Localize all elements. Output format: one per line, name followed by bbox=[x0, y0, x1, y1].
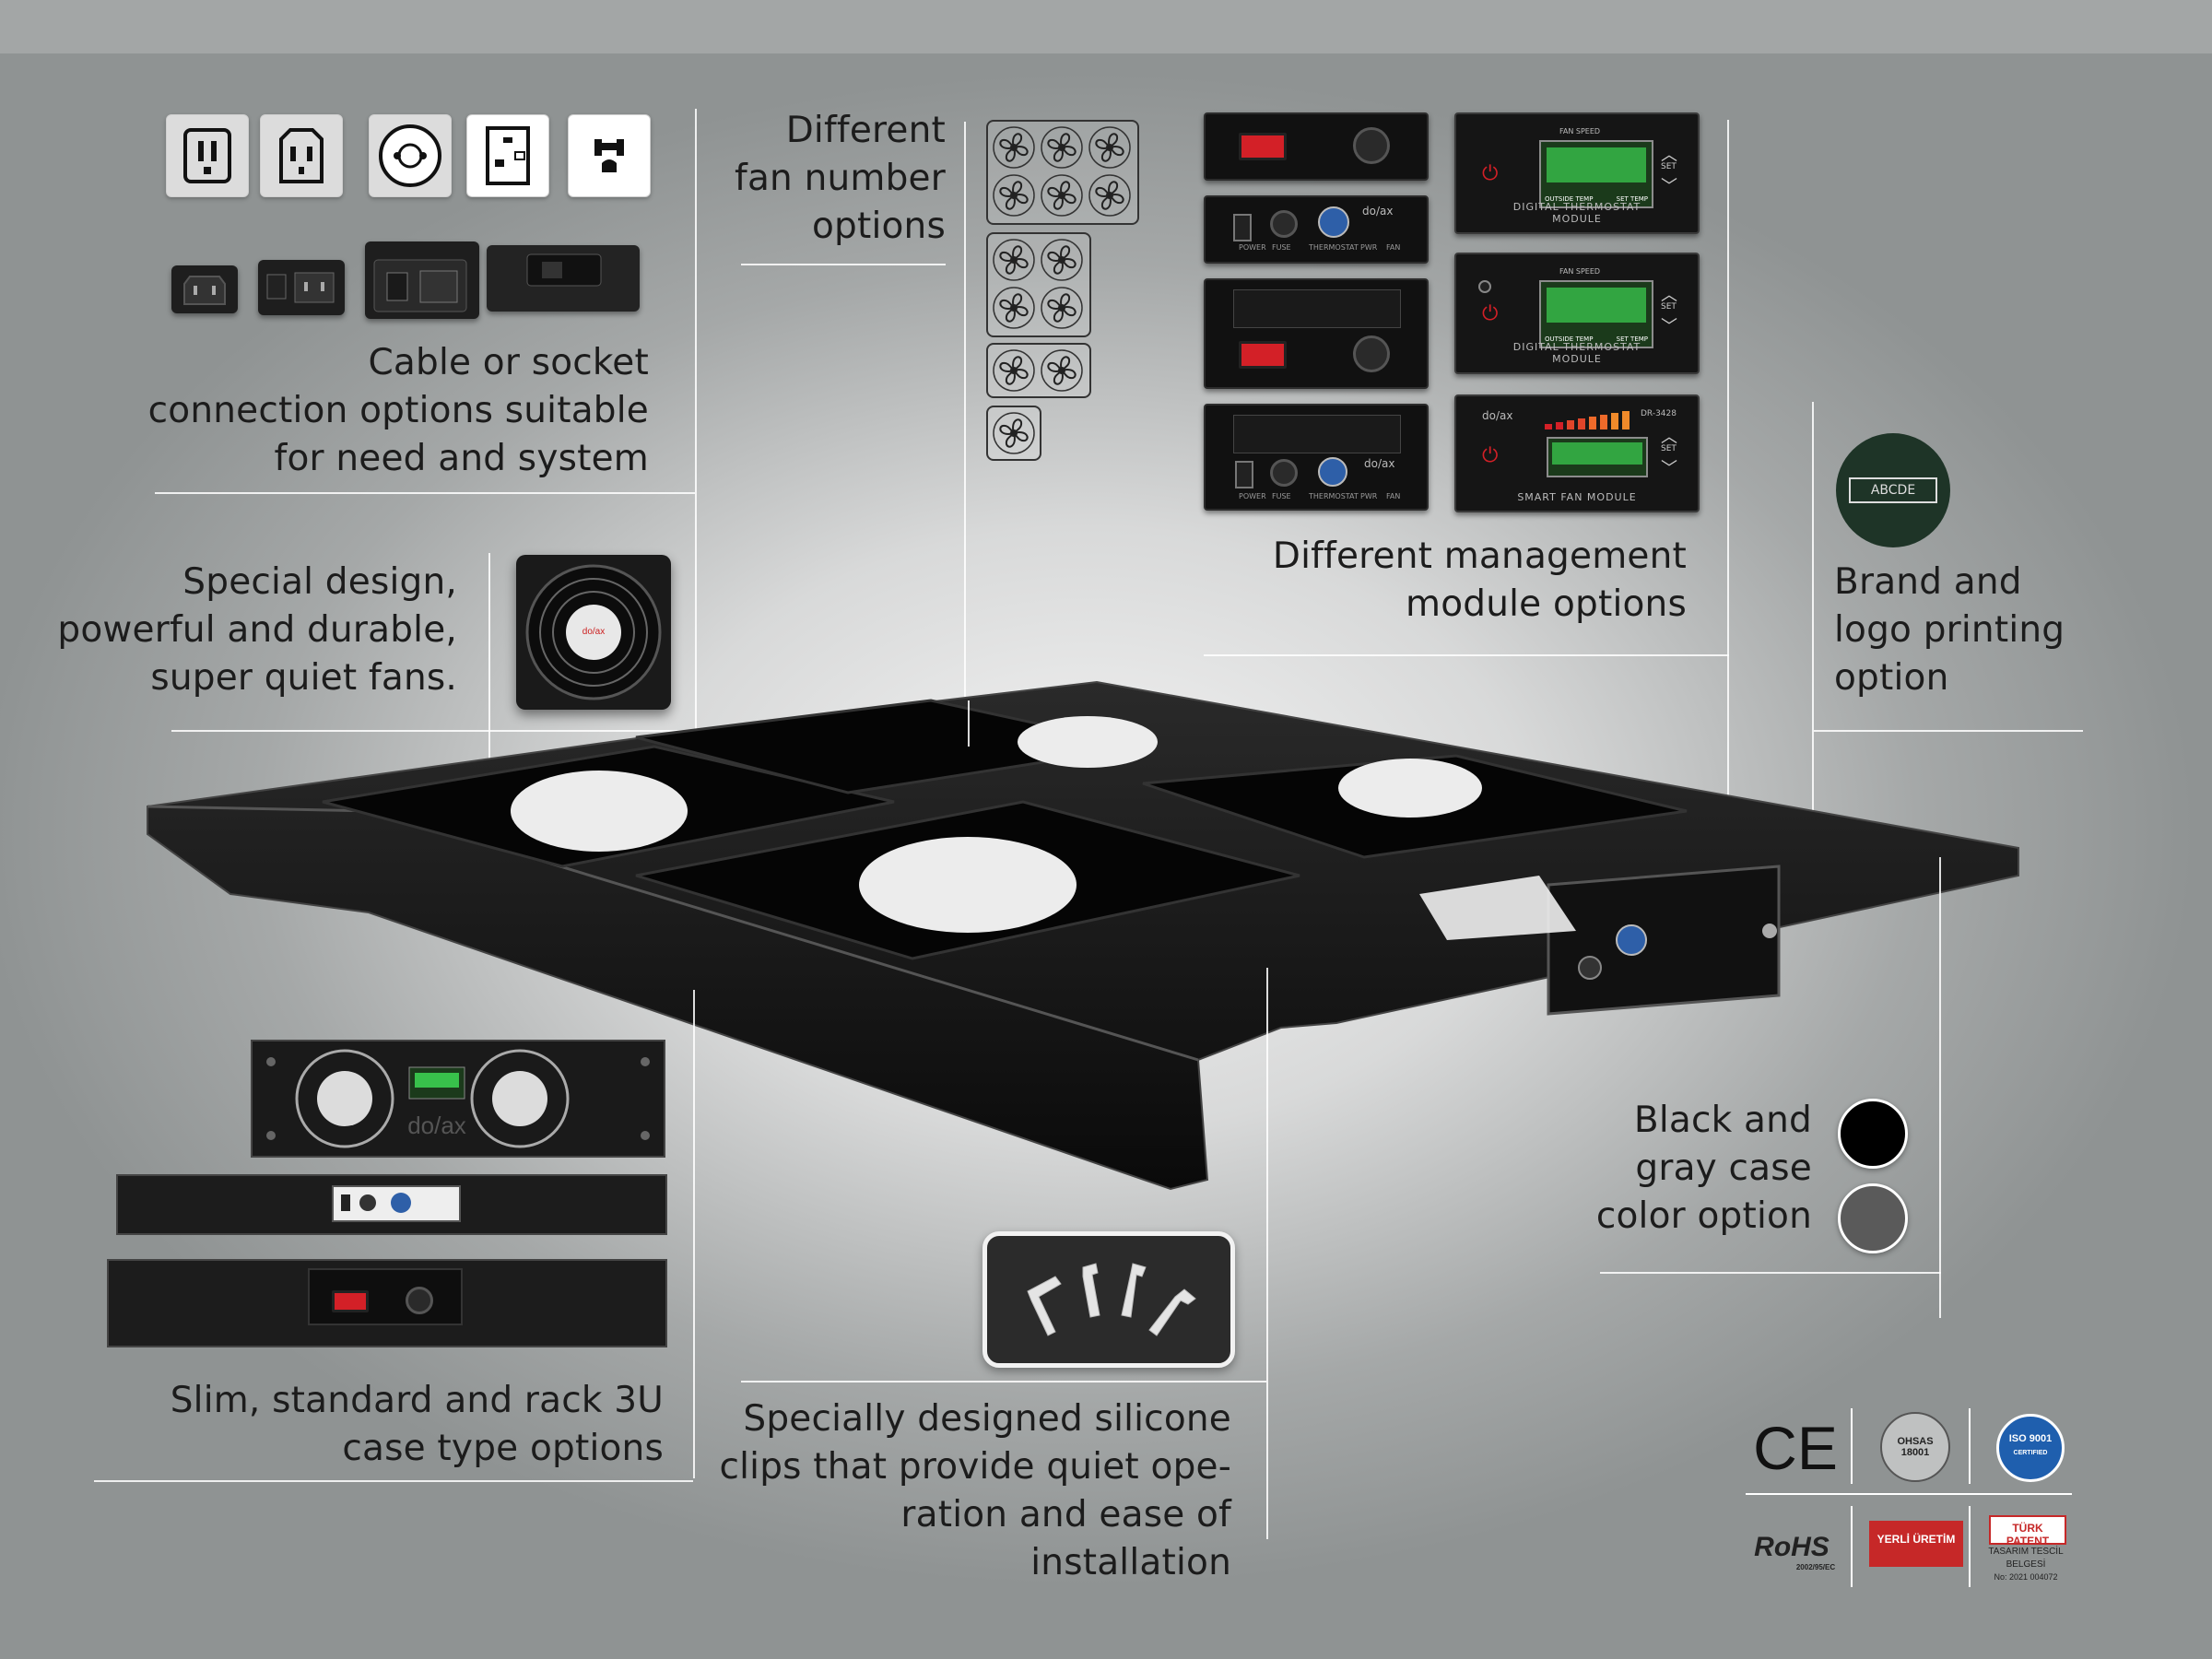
yerli-uretim-badge: YERLİ ÜRETİM bbox=[1869, 1521, 1963, 1567]
divider bbox=[1746, 1493, 2072, 1495]
divider bbox=[1851, 1408, 1853, 1484]
divider bbox=[1600, 1272, 1941, 1274]
module-switch-with-window bbox=[1204, 278, 1429, 389]
module-thermostat-with-window: dᴏ/ax POWER FUSE THERMOSTAT PWR FAN bbox=[1204, 404, 1429, 511]
divider bbox=[1727, 120, 1729, 959]
rohs-mark: RoHS bbox=[1754, 1532, 1830, 1562]
divider bbox=[171, 730, 688, 732]
divider bbox=[964, 122, 966, 730]
schuko-icon bbox=[369, 114, 452, 197]
divider bbox=[155, 492, 695, 494]
arrow-down-icon: ﹀ bbox=[1661, 177, 1677, 196]
patent-no-text: No: 2021 004072 bbox=[1994, 1572, 2058, 1582]
nema-icon bbox=[568, 114, 651, 197]
caption-fans: Special design,powerful and durable,supe… bbox=[57, 561, 457, 699]
arrow-up-icon: ︿ bbox=[1661, 428, 1677, 447]
divider bbox=[1266, 968, 1268, 1539]
color-swatch-black bbox=[1838, 1099, 1908, 1169]
socket-box-image bbox=[487, 245, 640, 312]
divider bbox=[1851, 1506, 1853, 1587]
uk-bs1363-icon bbox=[466, 114, 549, 197]
inlet-connector-image bbox=[171, 265, 238, 313]
fan-option-6 bbox=[986, 120, 1139, 225]
divider bbox=[1204, 654, 1729, 656]
color-swatch-gray bbox=[1838, 1183, 1908, 1253]
iec-c19-icon bbox=[166, 114, 249, 197]
slim-case-image bbox=[116, 1174, 667, 1235]
power-icon: ⏻ bbox=[1482, 302, 1499, 325]
module-thermostat-simple: dᴏ/ax POWER FUSE THERMOSTAT PWR FAN bbox=[1204, 195, 1429, 264]
top-band bbox=[0, 0, 2212, 53]
fan-product-image: dᴏ/ax bbox=[516, 555, 671, 710]
smart-fan-module: dᴏ/ax DR-3428 ⏻ ︿ SET ﹀ SMART FAN MODULE bbox=[1454, 394, 1700, 512]
power-icon: ⏻ bbox=[1482, 444, 1499, 467]
silicone-clip-icon bbox=[982, 1231, 1235, 1368]
arrow-up-icon: ︿ bbox=[1661, 146, 1677, 165]
arrow-down-icon: ﹀ bbox=[1661, 459, 1677, 478]
divider bbox=[488, 553, 490, 793]
arrow-down-icon: ﹀ bbox=[1661, 317, 1677, 336]
svg-text:dᴏ/ax: dᴏ/ax bbox=[582, 627, 605, 637]
divider bbox=[1939, 857, 1941, 1318]
fan-option-1 bbox=[986, 406, 1041, 461]
divider bbox=[741, 1381, 1266, 1382]
divider bbox=[1969, 1506, 1971, 1587]
ce-mark: CE bbox=[1753, 1414, 1838, 1482]
ohsas-badge: OHSAS 18001 bbox=[1880, 1412, 1950, 1482]
belgesi-text: BELGESİ bbox=[2006, 1559, 2046, 1570]
rohs-sub: 2002/95/EC bbox=[1795, 1563, 1836, 1571]
inlet-with-fuse-image bbox=[365, 241, 479, 319]
iso-badge: ISO 9001 CERTIFIED bbox=[1996, 1414, 2065, 1482]
turk-patent-badge: TÜRK PATENT bbox=[1989, 1515, 2066, 1547]
tescil-text: TASARIM TESCİL bbox=[1988, 1547, 2064, 1557]
rack-3u-case-image: dᴏ/ax bbox=[251, 1040, 665, 1158]
divider bbox=[968, 700, 970, 747]
fan-option-4 bbox=[986, 232, 1091, 337]
divider bbox=[1814, 730, 2083, 732]
inlet-with-switch-image bbox=[258, 260, 345, 315]
divider bbox=[1969, 1408, 1971, 1484]
arrow-up-icon: ︿ bbox=[1661, 286, 1677, 305]
iec-c13-icon bbox=[260, 114, 343, 197]
divider bbox=[695, 109, 697, 745]
fan-speed-bars bbox=[1545, 411, 1630, 429]
fan-option-2 bbox=[986, 343, 1091, 398]
divider bbox=[1812, 402, 1814, 903]
divider bbox=[741, 264, 946, 265]
module-switch-simple bbox=[1204, 112, 1429, 181]
standard-case-image bbox=[107, 1259, 667, 1347]
divider bbox=[94, 1480, 693, 1482]
divider bbox=[693, 990, 695, 1478]
svg-text:dᴏ/ax: dᴏ/ax bbox=[407, 1112, 466, 1139]
logo-badge: ABCDE bbox=[1836, 433, 1950, 547]
fan-tray-product-image bbox=[147, 680, 2019, 1191]
power-icon: ⏻ bbox=[1482, 162, 1499, 185]
